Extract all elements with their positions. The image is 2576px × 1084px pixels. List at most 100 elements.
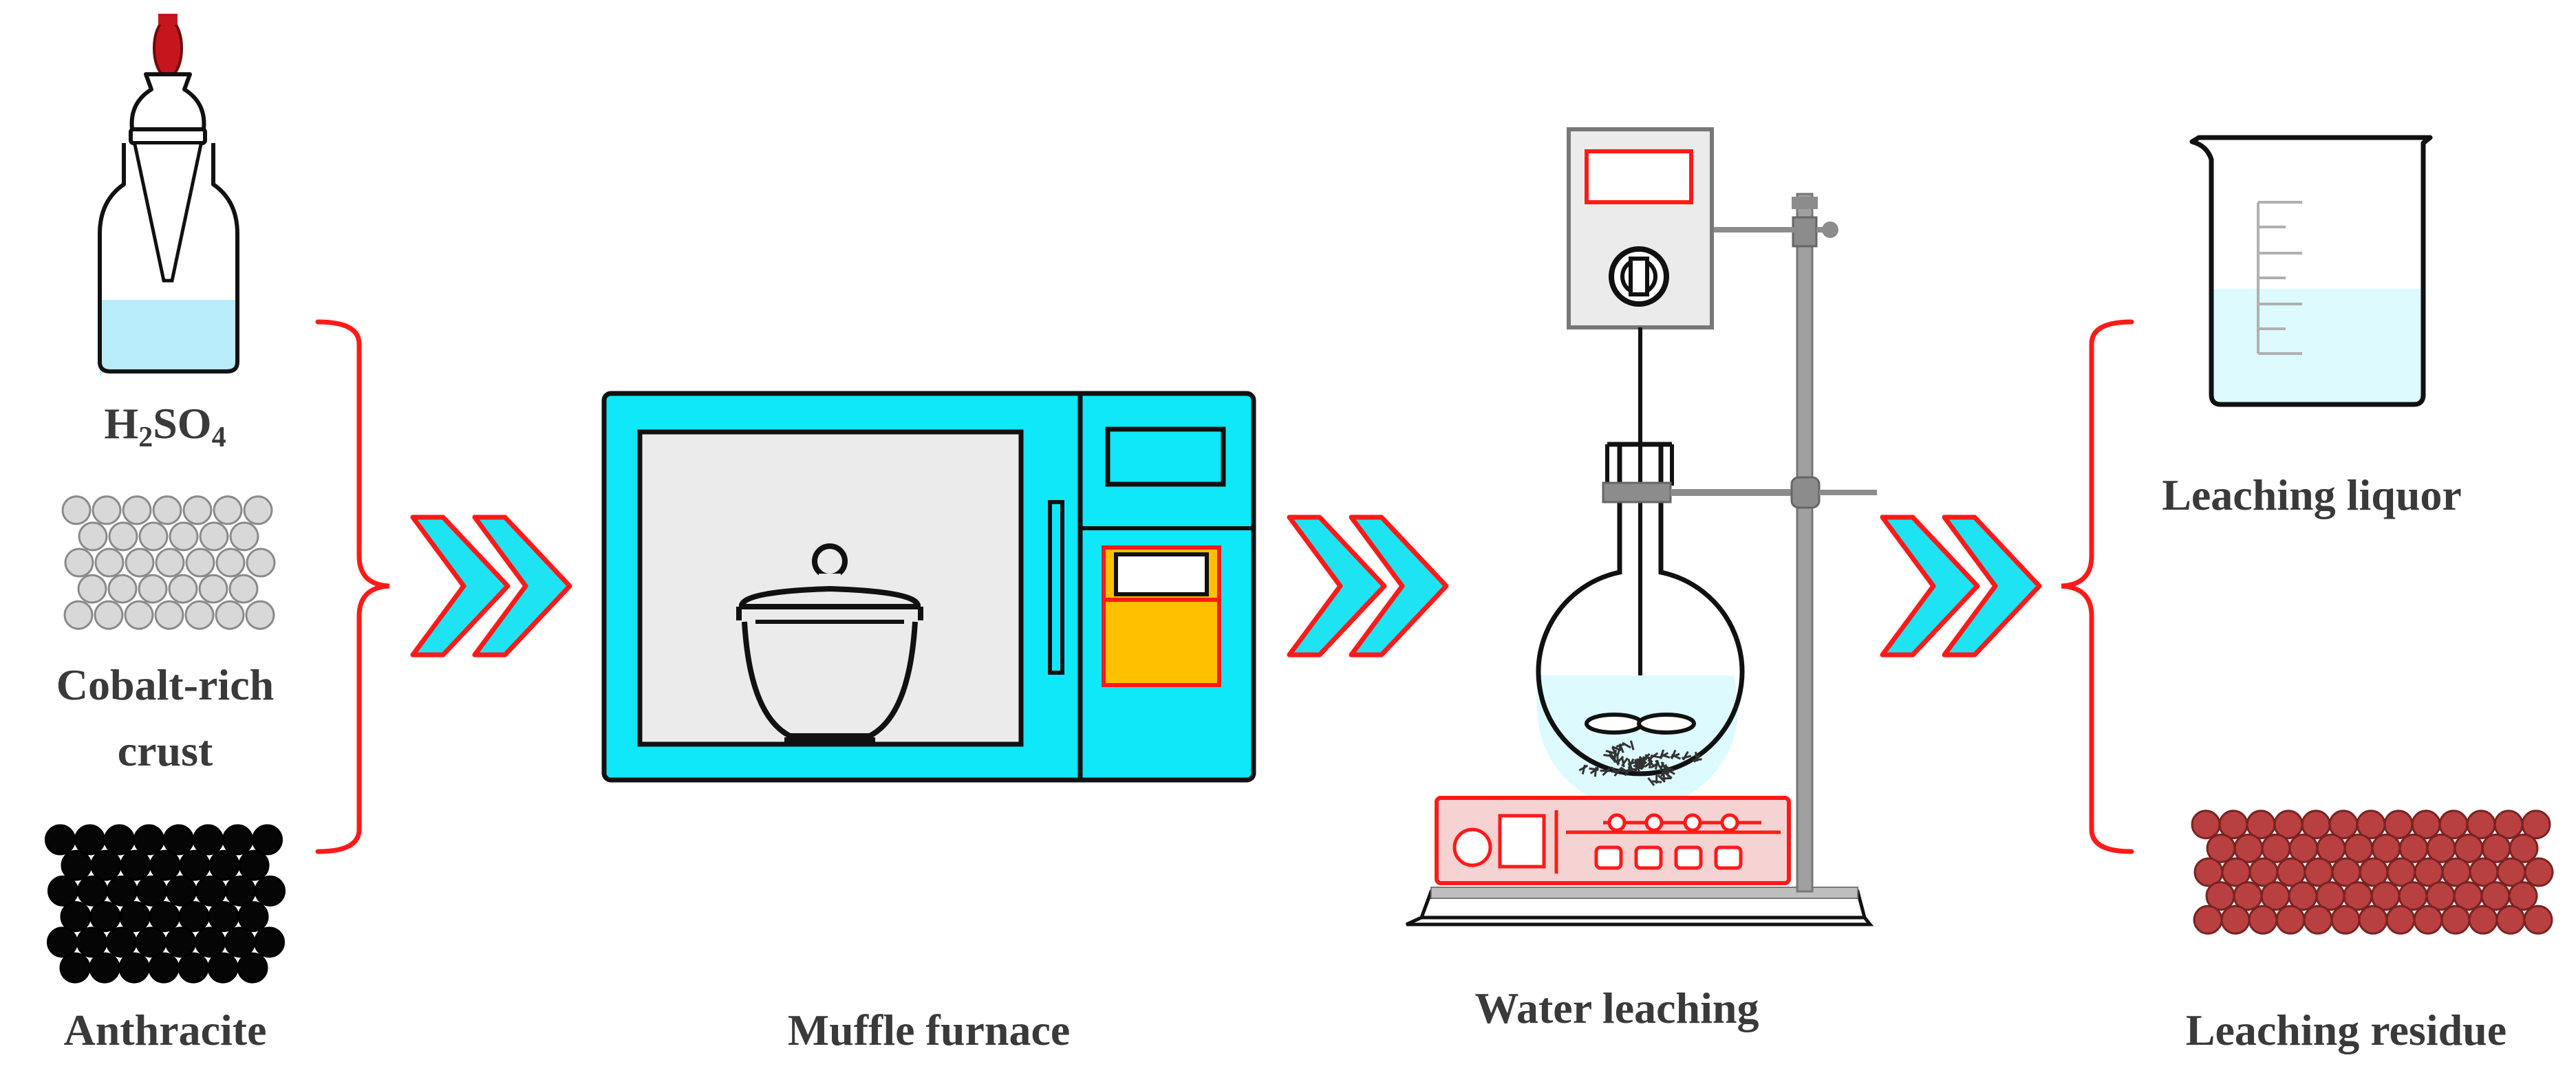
crust-particle xyxy=(138,574,168,604)
anthracite-particle xyxy=(178,952,209,984)
sediment-grain xyxy=(1647,777,1655,786)
anthracite-particle xyxy=(255,875,286,907)
sediment-grain xyxy=(1655,759,1662,770)
anthracite-particle xyxy=(136,875,167,907)
double-chevron-arrow-icon xyxy=(410,514,511,658)
sediment-grain xyxy=(1649,752,1659,760)
anthracite-particle xyxy=(163,824,194,856)
anthracite-particle xyxy=(165,926,196,958)
crust-particle xyxy=(154,600,184,630)
cobalt-crust-label-line2: crust xyxy=(117,726,213,775)
double-chevron-arrow-icon xyxy=(1287,514,1387,658)
flask-outline xyxy=(1536,446,1745,777)
dropper-bottle-icon xyxy=(98,14,239,380)
sediment-grain xyxy=(1671,749,1677,759)
flow-arrows xyxy=(410,514,2042,658)
cobalt-crust-particles xyxy=(61,495,276,630)
crust-particle xyxy=(122,495,152,525)
sediment-grain xyxy=(1651,780,1662,783)
sediment-grain xyxy=(1593,767,1598,777)
crust-particle xyxy=(199,521,229,552)
sediment-grain xyxy=(1627,758,1633,769)
sediment-grain xyxy=(1657,774,1666,783)
dropper-bulb xyxy=(153,18,183,78)
anthracite-particle xyxy=(107,875,138,907)
sediment-grain xyxy=(1660,749,1664,759)
crust-particle xyxy=(215,548,246,578)
crust-particle xyxy=(61,495,92,525)
anthracite-particle xyxy=(148,952,180,984)
residue-particle xyxy=(2303,904,2333,935)
anthracite-particle xyxy=(149,849,181,881)
crust-particle xyxy=(108,521,138,552)
door-handle xyxy=(1048,500,1064,675)
sediment-grain xyxy=(1613,768,1622,777)
anthracite-particle xyxy=(45,824,76,856)
crust-particle xyxy=(215,600,245,630)
crust-particle xyxy=(155,548,185,578)
residue-particle xyxy=(2248,904,2278,935)
crust-particle xyxy=(107,574,138,604)
leaching-residue-particles xyxy=(2191,810,2554,935)
bottle-outline xyxy=(98,143,239,373)
anthracite-particle xyxy=(104,824,135,856)
dropper-pipette xyxy=(133,144,203,283)
anthracite-particle xyxy=(195,926,226,958)
crust-particle xyxy=(185,548,215,578)
anthracite-particle xyxy=(238,849,270,881)
double-chevron-arrow-icon xyxy=(472,514,572,658)
anthracite-particle xyxy=(237,901,269,933)
crust-particle xyxy=(124,600,154,630)
sediment-grain xyxy=(1664,766,1675,772)
double-chevron-arrow-icon xyxy=(1942,514,2042,658)
crucible-icon xyxy=(736,543,923,743)
flask-sediment xyxy=(1578,740,1702,786)
sediment-grain xyxy=(1581,764,1587,774)
beaker-liquid xyxy=(2211,289,2423,404)
crust-particle xyxy=(77,574,107,604)
anthracite-particle xyxy=(118,952,150,984)
residue-particle xyxy=(2413,904,2443,935)
residue-particle xyxy=(2508,881,2538,911)
crust-particle xyxy=(228,574,259,604)
sediment-grain xyxy=(1629,740,1635,750)
residue-particle xyxy=(2275,904,2306,935)
stand-rod xyxy=(1796,193,1814,893)
anthracite-particle xyxy=(208,901,239,933)
crust-particle xyxy=(243,495,273,525)
crust-particle xyxy=(78,521,108,552)
residue-particle xyxy=(2509,833,2539,863)
sediment-grain xyxy=(1616,746,1622,757)
acid-liquid xyxy=(100,300,237,380)
anthracite-particle xyxy=(120,849,151,881)
crust-particle xyxy=(168,574,198,604)
anthracite-particle xyxy=(222,824,253,856)
muffle-furnace-label: Muffle furnace xyxy=(787,1006,1071,1054)
crust-particle xyxy=(245,600,275,630)
anthracite-particle xyxy=(133,824,164,856)
anthracite-particle xyxy=(149,901,180,933)
sediment-grain xyxy=(1636,761,1646,770)
sediment-grain xyxy=(1647,759,1655,768)
residue-particle xyxy=(2191,810,2221,840)
anthracite-particle xyxy=(136,926,167,958)
h2so4-label: H2SO4 xyxy=(104,399,226,453)
crust-particle xyxy=(94,600,124,630)
crust-particle xyxy=(138,521,169,552)
residue-particle xyxy=(2496,904,2526,935)
double-chevron-arrow-icon xyxy=(1349,514,1449,658)
flask-liquid xyxy=(1536,675,1738,809)
anthracite-particle xyxy=(76,926,107,958)
anthracite-particle xyxy=(77,875,108,907)
anthracite-particle xyxy=(224,926,255,958)
sediment-grain xyxy=(1682,750,1689,761)
sediment-grain xyxy=(1603,754,1613,757)
residue-particle xyxy=(2358,904,2388,935)
crust-particle xyxy=(184,600,215,630)
water-leaching-label: Water leaching xyxy=(1474,984,1759,1032)
anthracite-particle xyxy=(59,952,91,984)
crust-particle xyxy=(229,521,259,552)
sediment-grain xyxy=(1616,743,1626,748)
crust-particle xyxy=(94,548,125,578)
